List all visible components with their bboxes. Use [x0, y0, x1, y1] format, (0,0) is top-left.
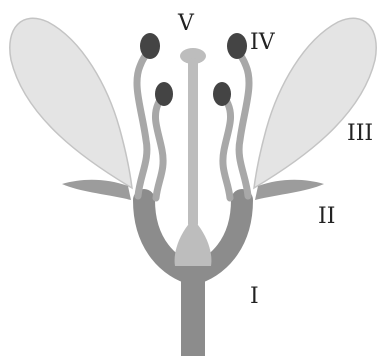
pistil — [175, 48, 212, 266]
label-receptacle: I — [250, 284, 259, 309]
outer-left-anther — [140, 33, 160, 59]
label-pistil: V — [177, 11, 195, 36]
inner-right-anther — [213, 82, 231, 106]
style — [188, 58, 198, 228]
left-petal — [10, 18, 132, 188]
label-stamen: IV — [250, 30, 276, 55]
inner-right-filament — [222, 95, 231, 198]
label-petal: III — [347, 121, 373, 146]
outer-right-anther — [227, 33, 247, 59]
inner-left-anther — [155, 82, 173, 106]
right-sepal — [255, 180, 324, 200]
outer-right-filament — [236, 50, 249, 196]
ovary — [175, 225, 212, 266]
left-sepal — [62, 180, 131, 200]
label-sepal: II — [318, 204, 335, 229]
inner-left-filament — [155, 95, 164, 198]
flower-stalk — [181, 270, 205, 356]
outer-left-filament — [137, 50, 150, 196]
